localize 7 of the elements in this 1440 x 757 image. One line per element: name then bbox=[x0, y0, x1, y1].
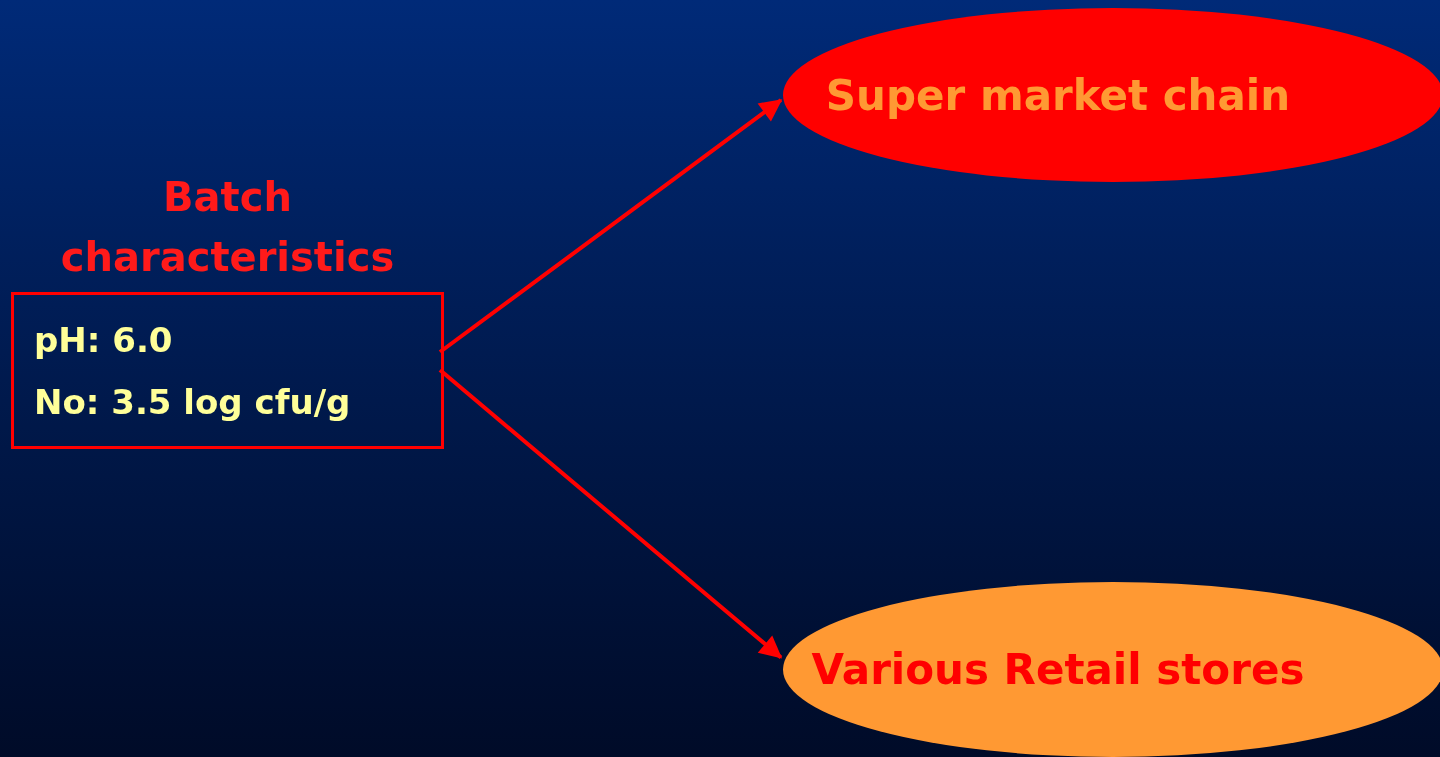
box-heading: Batch characteristics bbox=[59, 173, 396, 282]
arrow bbox=[438, 98, 783, 354]
characteristic-text: No: 3.5 log cfu/g bbox=[34, 380, 352, 423]
characteristic-text: pH: 6.0 bbox=[34, 318, 174, 361]
arrow bbox=[438, 368, 783, 660]
destination-label: Various Retail stores bbox=[811, 644, 1306, 696]
destination-label: Super market chain bbox=[825, 69, 1292, 122]
